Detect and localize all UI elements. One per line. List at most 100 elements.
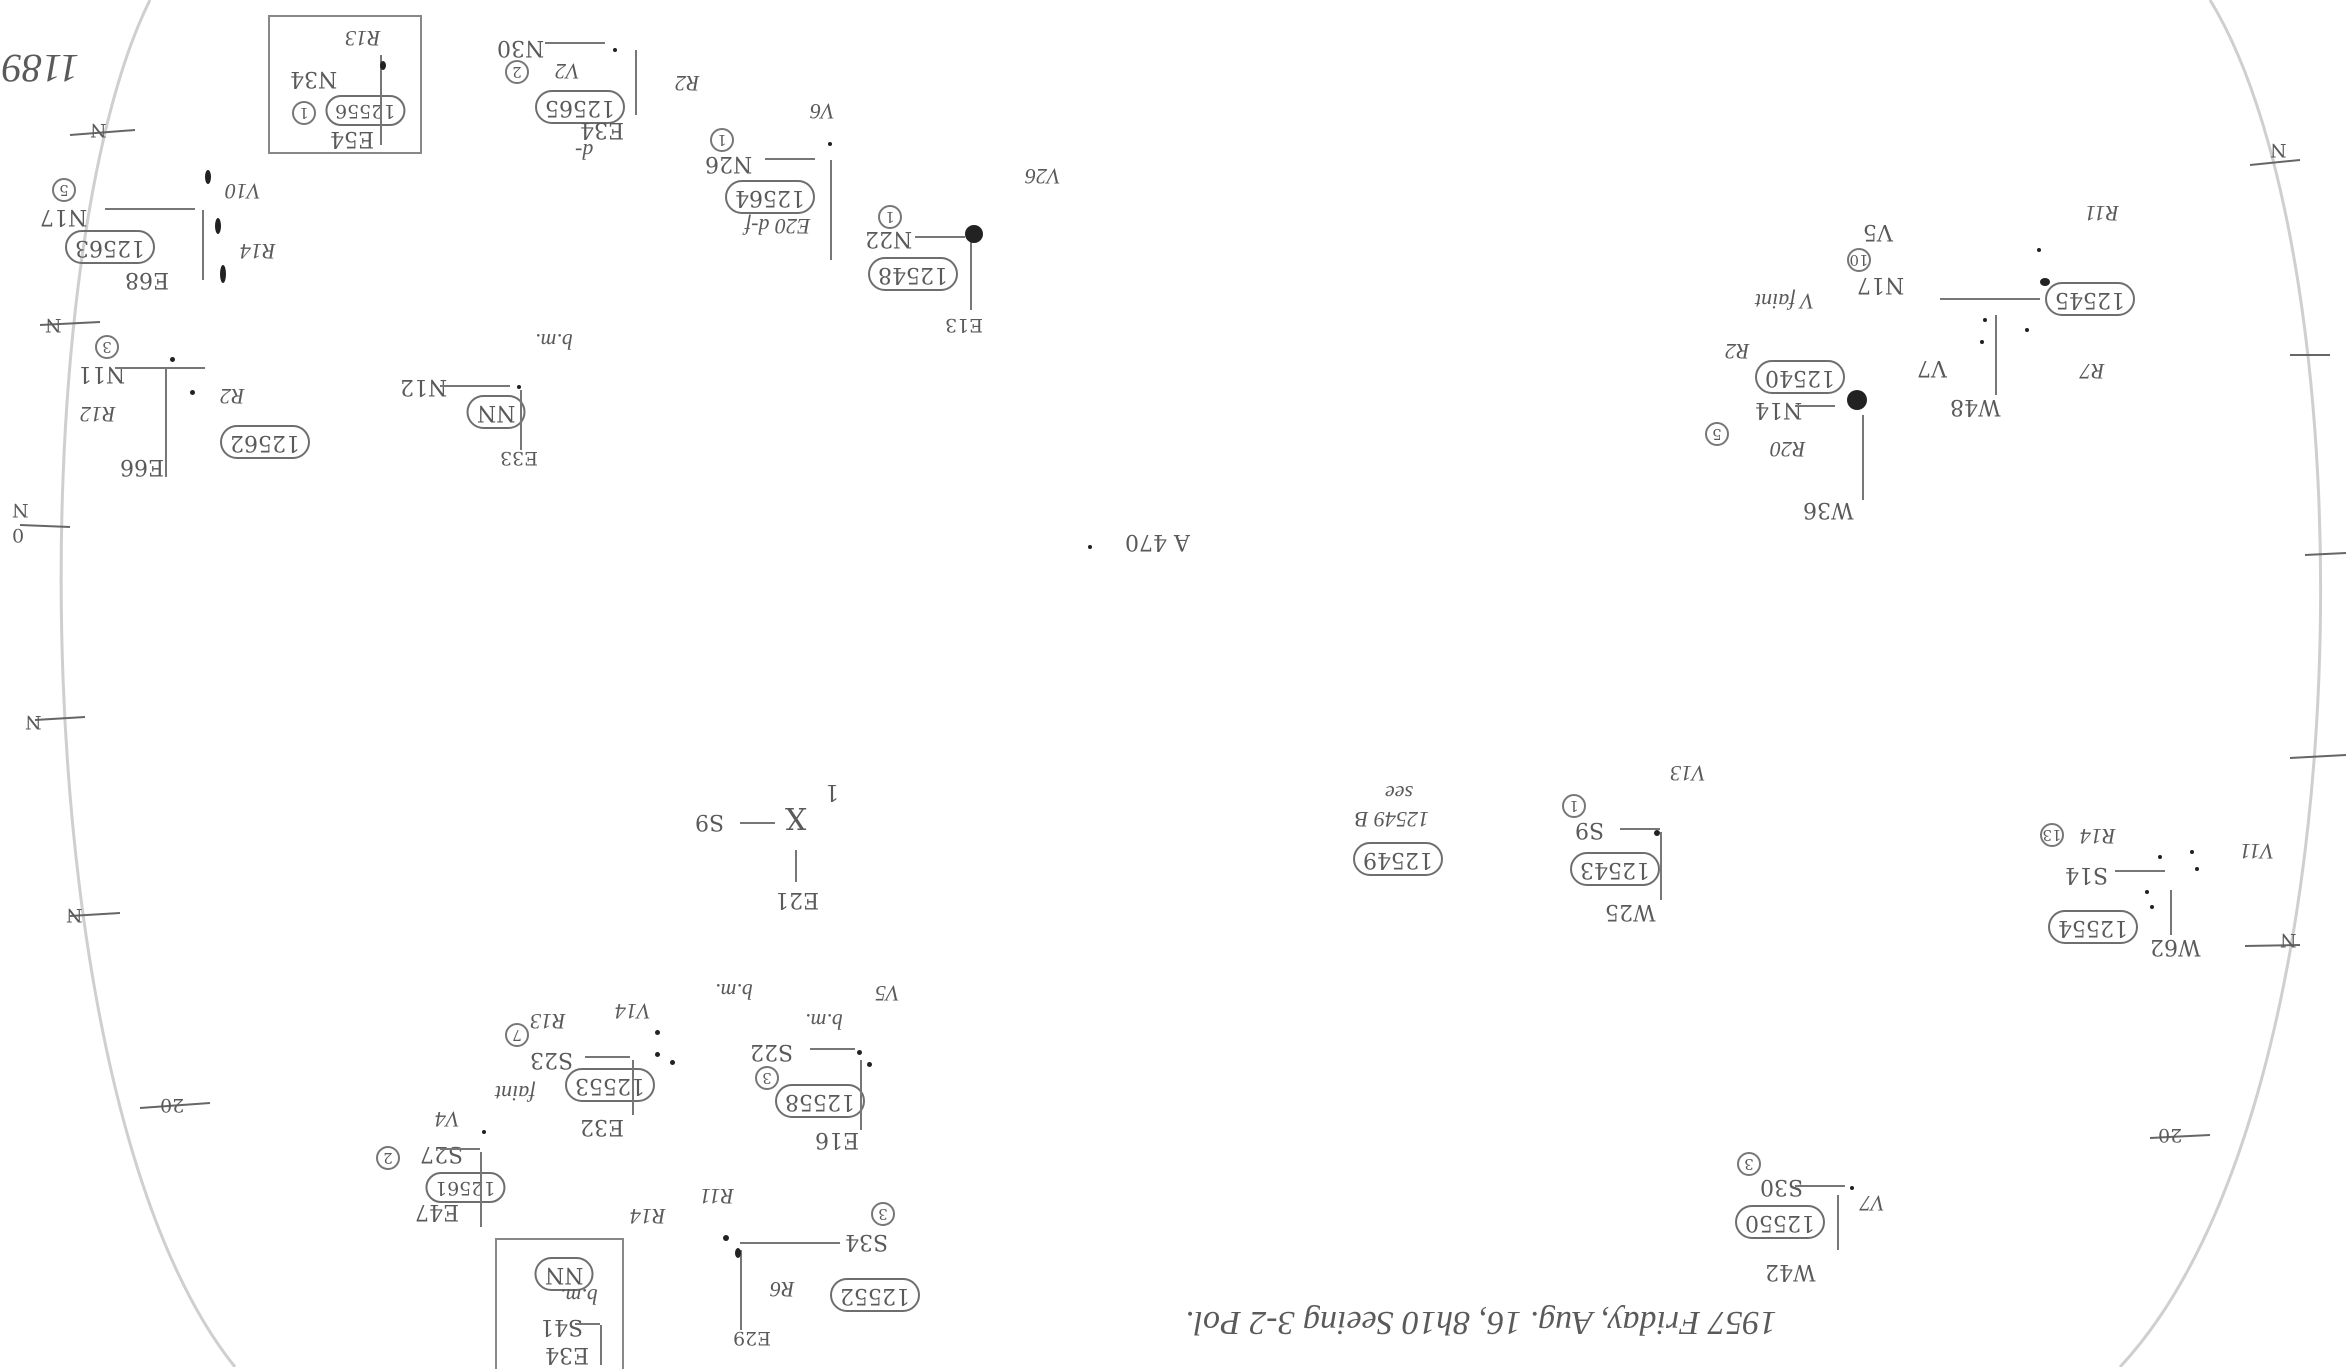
spot-label: V5 [875,981,900,1006]
spot-label: R2 [220,384,245,409]
scale-ticks [19,129,2346,1139]
spot-label: V6 [810,99,835,124]
spot-label: V14 [615,999,651,1024]
scale-tick-label: N [12,499,29,521]
spot-label: E68 [125,267,170,292]
spot-label: W25 [1605,899,1656,924]
spot-label: N11 [78,361,126,386]
circled-count: 5 [52,178,76,202]
spot-label: R7 [2080,359,2105,384]
spot-label: V13 [1670,761,1706,786]
circled-count: 3 [1737,1152,1761,1176]
spot-label: W42 [1765,1259,1816,1284]
spot-label: V11 [2240,839,2274,864]
spot-label: N17 [1857,272,1905,297]
spot-label: R11 [700,1184,734,1209]
spot-label: V10 [225,179,261,204]
center-mark: A 470 [1125,529,1190,554]
group-number-label: NN [467,395,526,429]
spot-label: V2 [555,59,580,84]
spot-label: see [1385,781,1414,806]
spot-label: W36 [1803,497,1854,522]
spot-label: W48 [1950,394,2001,419]
spot-label: N30 [497,35,545,60]
spot-label: N14 [1755,397,1803,422]
spot-label: N22 [865,226,913,251]
group-number-label: 12552 [830,1278,920,1312]
spot-label: S41 [540,1314,584,1339]
spot-label: E20 d-f [745,214,811,239]
spot-label: R12 [80,402,116,427]
spot-label: 12549 B [1355,807,1429,832]
spot-label: E16 [815,1127,860,1152]
spot-label: R2 [1725,339,1750,364]
spot-label: W62 [2150,934,2201,959]
spot-label: E33 [500,447,539,469]
page-number: 1189 [2,46,80,91]
circled-count: 10 [1847,248,1871,272]
spot-label: E21 [775,887,820,912]
circled-count: 2 [376,1146,400,1170]
spot-label: S23 [530,1047,574,1072]
spot-label: R2 [675,71,700,96]
spot-label: S22 [750,1039,794,1064]
circled-count: 1 [710,128,734,152]
spot-label: V5 [1863,219,1893,244]
spot-label: b.m. [560,1284,598,1309]
spot-label: E13 [945,314,984,336]
spot-label: E34 [580,117,625,142]
spot-label: V26 [1025,164,1061,189]
group-number-label: 12543 [1570,852,1660,886]
spot-label: b.m. [715,979,753,1004]
spot-label: S34 [845,1229,889,1254]
spot-label: R14 [630,1204,666,1229]
spot-label: E29 [733,1327,772,1349]
circled-count: 3 [871,1202,895,1226]
group-number-label: 12545 [2045,282,2135,316]
scale-tick-label: N [66,904,83,926]
spot-label: R20 [1770,437,1806,462]
group-number-label: 12562 [220,425,310,459]
spot-label: N26 [705,151,753,176]
group-number-label: 12564 [725,180,815,214]
scale-tick-label: 20 [2158,1124,2183,1146]
scale-tick-label: N [90,119,107,141]
spot-label: E66 [120,454,165,479]
boxed-region [495,1238,624,1369]
spot-label: R13 [345,26,381,51]
circled-count: 3 [95,335,119,359]
spot-label: R11 [2085,201,2119,226]
circled-count: 5 [1705,422,1729,446]
spot-label: N34 [290,66,338,91]
group-number-label: 12548 [868,257,958,291]
group-number-label: 12540 [1755,360,1845,394]
circled-count: 7 [505,1023,529,1047]
scale-tick-label: N [45,314,62,336]
spot-label: d- [575,139,594,164]
scale-tick-label: N [25,711,42,733]
group-number-label: 12563 [65,230,155,264]
spot-label: faint [495,1081,536,1106]
spot-label: R14 [240,239,276,264]
spot-label: V7 [1917,355,1947,380]
circled-count: 1 [292,101,316,125]
observation-note: 1957 Friday, Aug. 16, 8h10 Seeing 3-2 Po… [1185,1304,1777,1341]
spot-label: S27 [420,1141,464,1166]
scale-tick-label: N [2280,929,2297,951]
circled-count: 1 [1562,794,1586,818]
spot-label: E32 [580,1114,625,1139]
spot-label: b.m. [805,1009,843,1034]
spot-label: V faint [1755,289,1814,314]
spot-label: R13 [530,1009,566,1034]
spot-label: S14 [2065,862,2109,887]
group-number-label: 12558 [775,1084,865,1118]
scale-tick-label: N [2270,139,2287,161]
group-marker-x: X [785,800,807,835]
spot-label: E47 [415,1199,460,1224]
boxed-region [268,15,422,154]
spot-label: V7 [1860,1191,1885,1216]
spot-label: N17 [40,204,88,229]
spot-label: R14 [2080,824,2116,849]
group-number-label: 12554 [2048,910,2138,944]
